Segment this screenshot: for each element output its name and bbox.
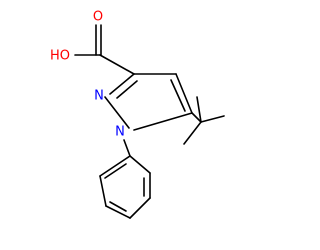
bond-n2-c3-outer <box>109 73 135 95</box>
bond-n2-c3-inner <box>116 80 138 99</box>
bond-cq-me-right <box>200 115 225 123</box>
bond-ph-inner-b <box>109 201 127 212</box>
bond-n1-ph <box>123 139 131 157</box>
bond-c3-ccooh <box>99 54 135 75</box>
bond-ph-inner-c <box>104 163 127 179</box>
bond-ph-3 <box>129 197 151 219</box>
bond-n1-n2 <box>104 96 130 129</box>
bond-cq-me-down <box>183 121 202 145</box>
bond-c4-c5-outer <box>175 73 193 114</box>
hydroxyl-label: HO <box>50 49 70 64</box>
bond-ph-4 <box>105 205 131 219</box>
bond-c5-cq <box>191 112 202 123</box>
bond-c4-c5-inner <box>170 79 186 112</box>
bond-ph-6 <box>99 155 131 177</box>
carbonyl-oxygen-label: O <box>93 10 103 25</box>
bond-c5-n1 <box>133 112 193 131</box>
ring-nitrogen-1-label: N <box>115 125 125 140</box>
bond-ph-5 <box>99 175 107 207</box>
bond-cq-me-up <box>196 96 202 123</box>
ring-nitrogen-2-label: N <box>94 89 104 104</box>
molecule-structure: O HO N N <box>50 10 225 219</box>
bond-ph-1 <box>129 155 151 174</box>
